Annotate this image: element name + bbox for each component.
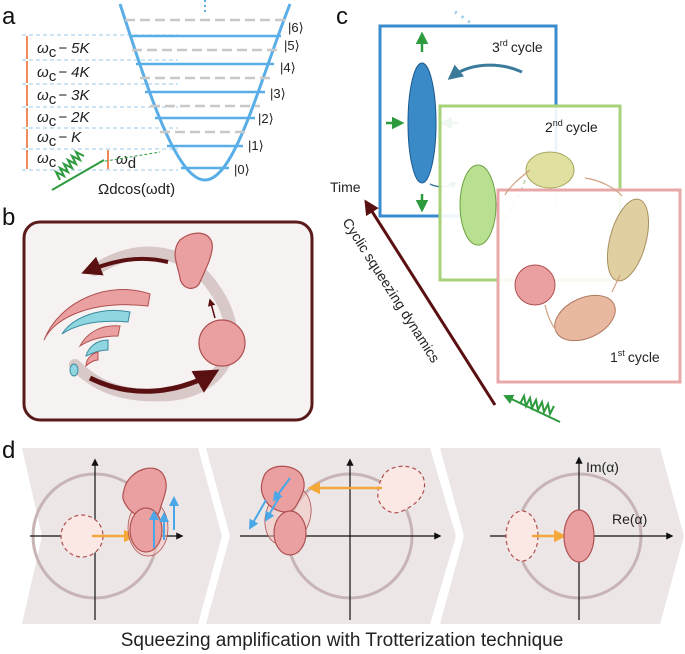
emission-dot	[69, 363, 79, 377]
squeezed-state	[174, 232, 213, 289]
energy-labels: ωc− 5K ωc− 4K ωc− 3K ωc− 2K ωc− K ωc ωd	[37, 40, 136, 172]
diagonal-label: Cyclic squeezing dynamics	[339, 215, 443, 365]
energy-gaps	[26, 36, 109, 169]
squeezed-state-blue	[407, 62, 437, 184]
panel-d-label: d	[2, 437, 15, 464]
coherent-state	[198, 319, 246, 367]
energy-label: ωc− K	[37, 129, 82, 150]
cycle-arrow-bottom	[88, 369, 220, 394]
emission-crescent	[78, 325, 121, 348]
squeezed-state-green	[459, 164, 497, 246]
energy-label: ωc− 3K	[37, 87, 90, 108]
energy-label: ωc	[37, 150, 57, 171]
coherent-state-c	[514, 264, 556, 306]
drive-term: Ωdcos(ωdt)	[98, 181, 175, 198]
cycle-arrows-1	[504, 169, 623, 331]
squeezed-state-peach	[554, 294, 616, 342]
phase-space-2	[240, 458, 442, 620]
emission-crescent	[85, 351, 99, 368]
emission-crescent	[43, 289, 151, 341]
phase-space-1	[30, 458, 184, 620]
energy-label: ωc− 4K	[37, 64, 90, 85]
axis-im-label: Im(α)	[586, 459, 619, 475]
drive-coil-c-icon	[503, 392, 561, 423]
squeezed-state-yellow	[525, 151, 575, 189]
rotation-arrow	[447, 63, 523, 80]
cycle-arrow-top	[81, 256, 169, 276]
time-label: Time	[330, 179, 361, 195]
panel-b-label: b	[2, 204, 15, 231]
level-label: |3⟩	[270, 86, 286, 101]
panel-a-label: a	[2, 3, 16, 30]
level-labels: |0⟩ |1⟩ |2⟩ |3⟩ |4⟩ |5⟩ |6⟩	[234, 20, 304, 177]
panel-b: b	[2, 204, 314, 422]
level-label: |1⟩	[248, 138, 264, 153]
cycle-arrow-small	[207, 298, 216, 319]
panel-a: a ωc− 5K ωc− 4K ωc− 3K ωc− 2K	[2, 0, 304, 198]
level-label: |6⟩	[288, 20, 304, 35]
drive-coil-icon	[51, 149, 161, 191]
level-label: |5⟩	[284, 38, 300, 53]
emission-crescent	[61, 310, 131, 335]
level-label: |4⟩	[280, 60, 296, 75]
energy-label: ωc− 2K	[37, 109, 90, 130]
phase-space-3	[490, 456, 674, 620]
emission-crescent	[85, 339, 109, 357]
well-levels	[125, 0, 285, 170]
drive-frequency-label: ωd	[116, 151, 136, 172]
energy-label: ωc− 5K	[37, 40, 90, 61]
axis-re-label: Re(α)	[612, 511, 647, 527]
panel-c-label: c	[336, 3, 348, 30]
panel-d: d	[2, 437, 684, 651]
level-label: |2⟩	[258, 111, 274, 126]
panel-d-caption: Squeezing amplification with Trotterizat…	[121, 630, 564, 651]
time-arrow	[364, 199, 497, 406]
level-label: |0⟩	[234, 162, 250, 177]
